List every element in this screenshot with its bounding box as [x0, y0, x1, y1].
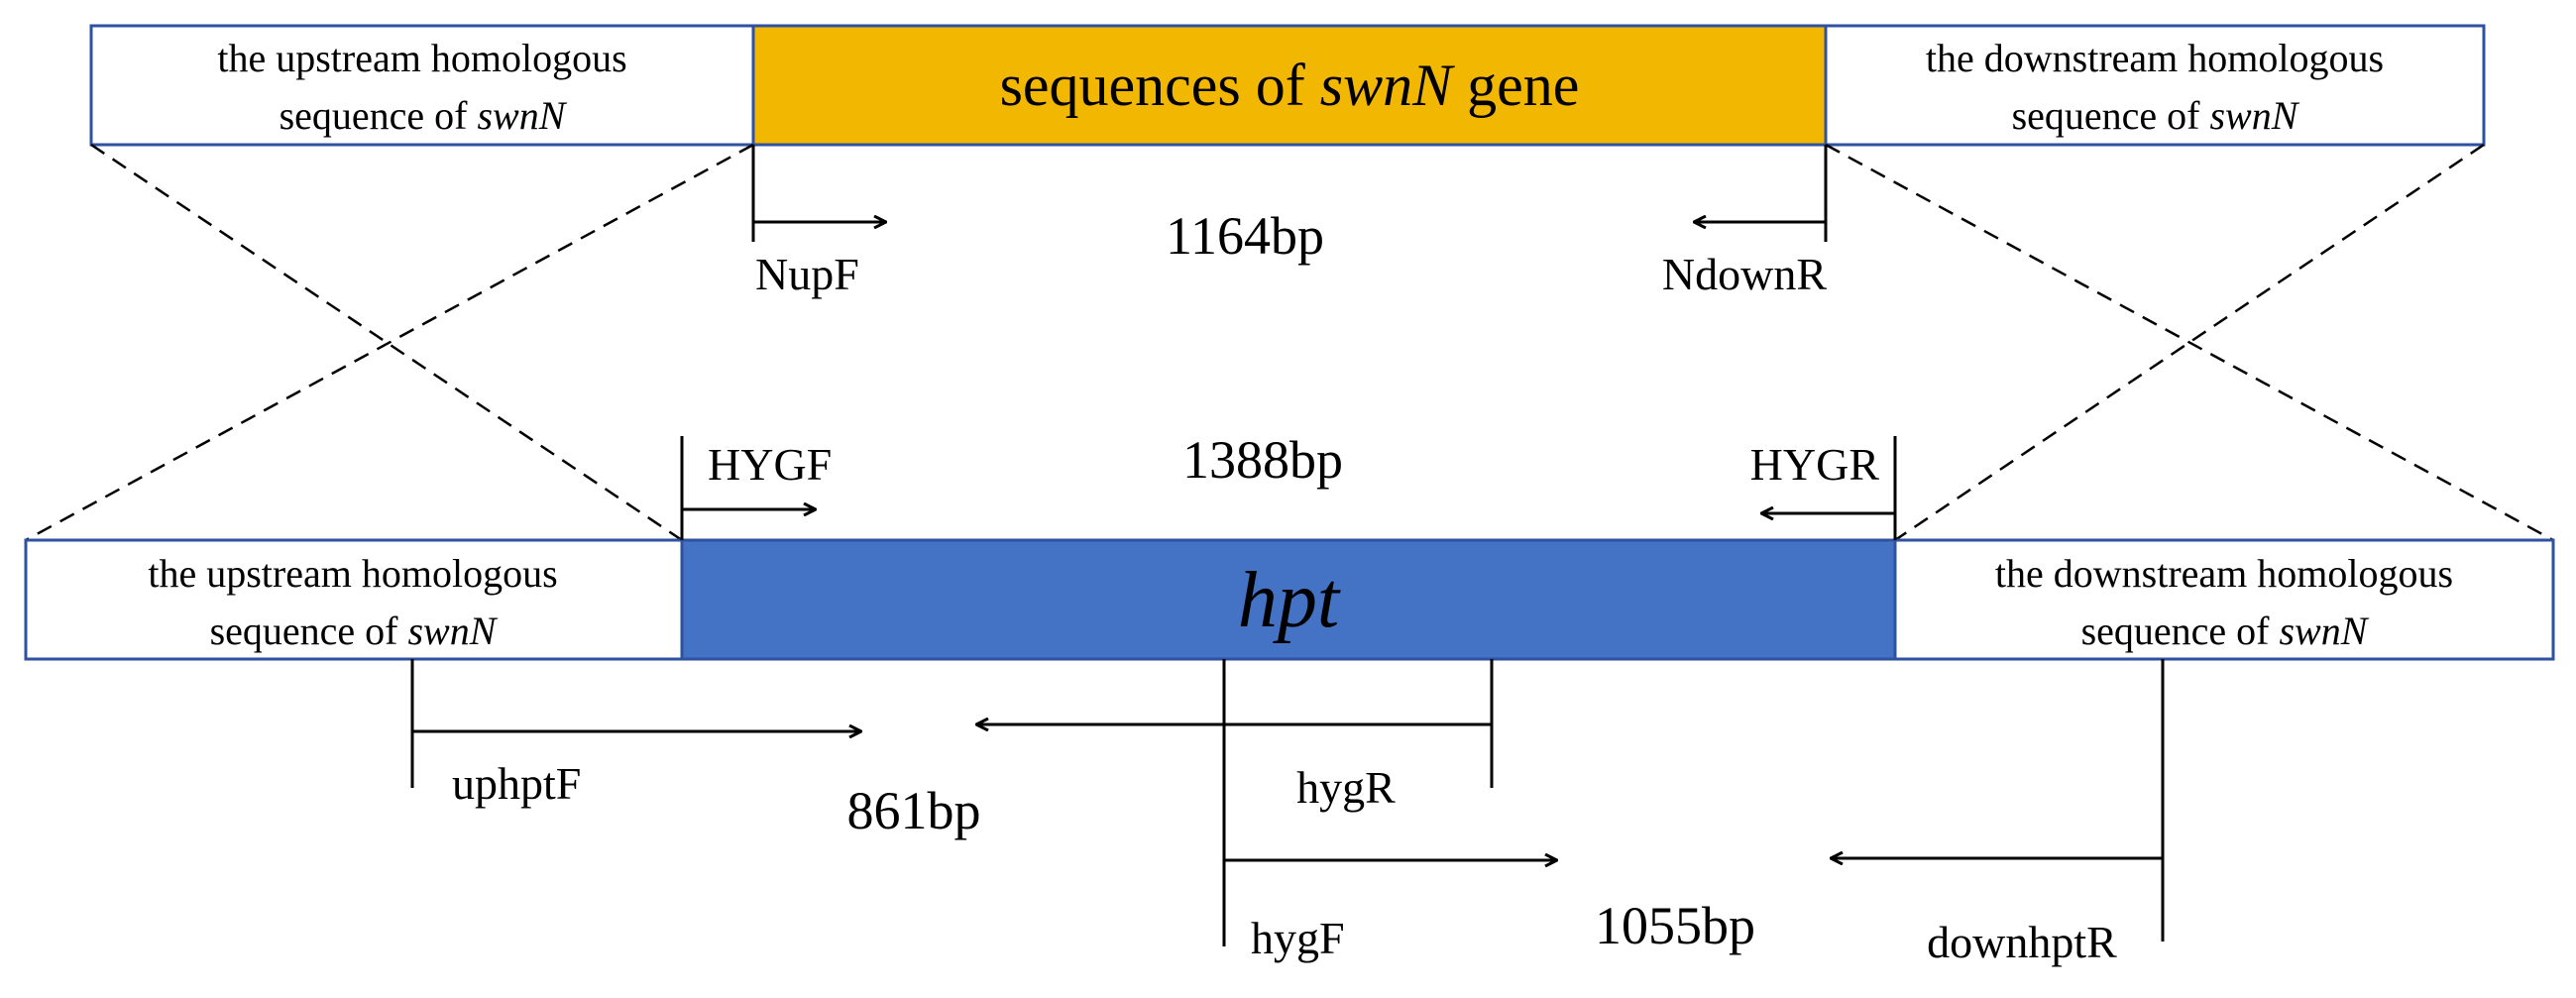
- uphptF-label: uphptF: [452, 758, 581, 809]
- bottom-downstream-line2: sequence of swnN: [2081, 609, 2370, 653]
- top-downstream-box: [1824, 24, 2486, 147]
- downstream-product-size: 1055bp: [1595, 896, 1755, 955]
- top-construct: the upstream homologous sequence of swnN…: [89, 24, 2486, 299]
- ndownR-label: NdownR: [1662, 249, 1827, 299]
- crossover-right-b: [1894, 143, 2485, 542]
- top-upstream-line1: the upstream homologous: [217, 36, 626, 80]
- top-product-size: 1164bp: [1166, 206, 1324, 266]
- crossover-right-a: [1825, 143, 2554, 542]
- top-swnN-gene-box: [751, 24, 1828, 147]
- verification-pcr: uphptF hygR 861bp hygF downhptR 1055bp: [410, 659, 2165, 967]
- downhptR-label: downhptR: [1927, 917, 2117, 967]
- bottom-upstream-box: [24, 538, 684, 661]
- top-upstream-line2: sequence of swnN: [280, 93, 568, 138]
- nupF-label: NupF: [755, 249, 859, 299]
- top-swnN-gene-label: sequences of swnN gene: [1000, 53, 1580, 118]
- top-downstream-line1: the downstream homologous: [1926, 36, 2384, 80]
- top-upstream-box: [89, 24, 755, 147]
- hygF-label: hygF: [1251, 913, 1345, 963]
- bottom-upstream-line1: the upstream homologous: [148, 551, 557, 596]
- hygR-label: hygR: [1296, 762, 1396, 813]
- upstream-product-size: 861bp: [847, 781, 981, 840]
- crossover-left-a: [90, 143, 683, 542]
- bottom-hpt-box: [680, 538, 1897, 661]
- bottom-construct: the upstream homologous sequence of swnN…: [24, 430, 2555, 661]
- bottom-downstream-line1: the downstream homologous: [1995, 551, 2453, 596]
- homologous-recombination-lines: [25, 143, 2554, 542]
- HYGR-label: HYGR: [1750, 439, 1880, 490]
- bottom-product-size: 1388bp: [1182, 430, 1343, 490]
- HYGF-label: HYGF: [708, 439, 832, 490]
- bottom-upstream-line2: sequence of swnN: [210, 609, 499, 653]
- crossover-left-b: [25, 143, 754, 542]
- bottom-downstream-box: [1893, 538, 2555, 661]
- bottom-hpt-label: hpt: [1238, 557, 1341, 644]
- top-downstream-line2: sequence of swnN: [2012, 93, 2300, 138]
